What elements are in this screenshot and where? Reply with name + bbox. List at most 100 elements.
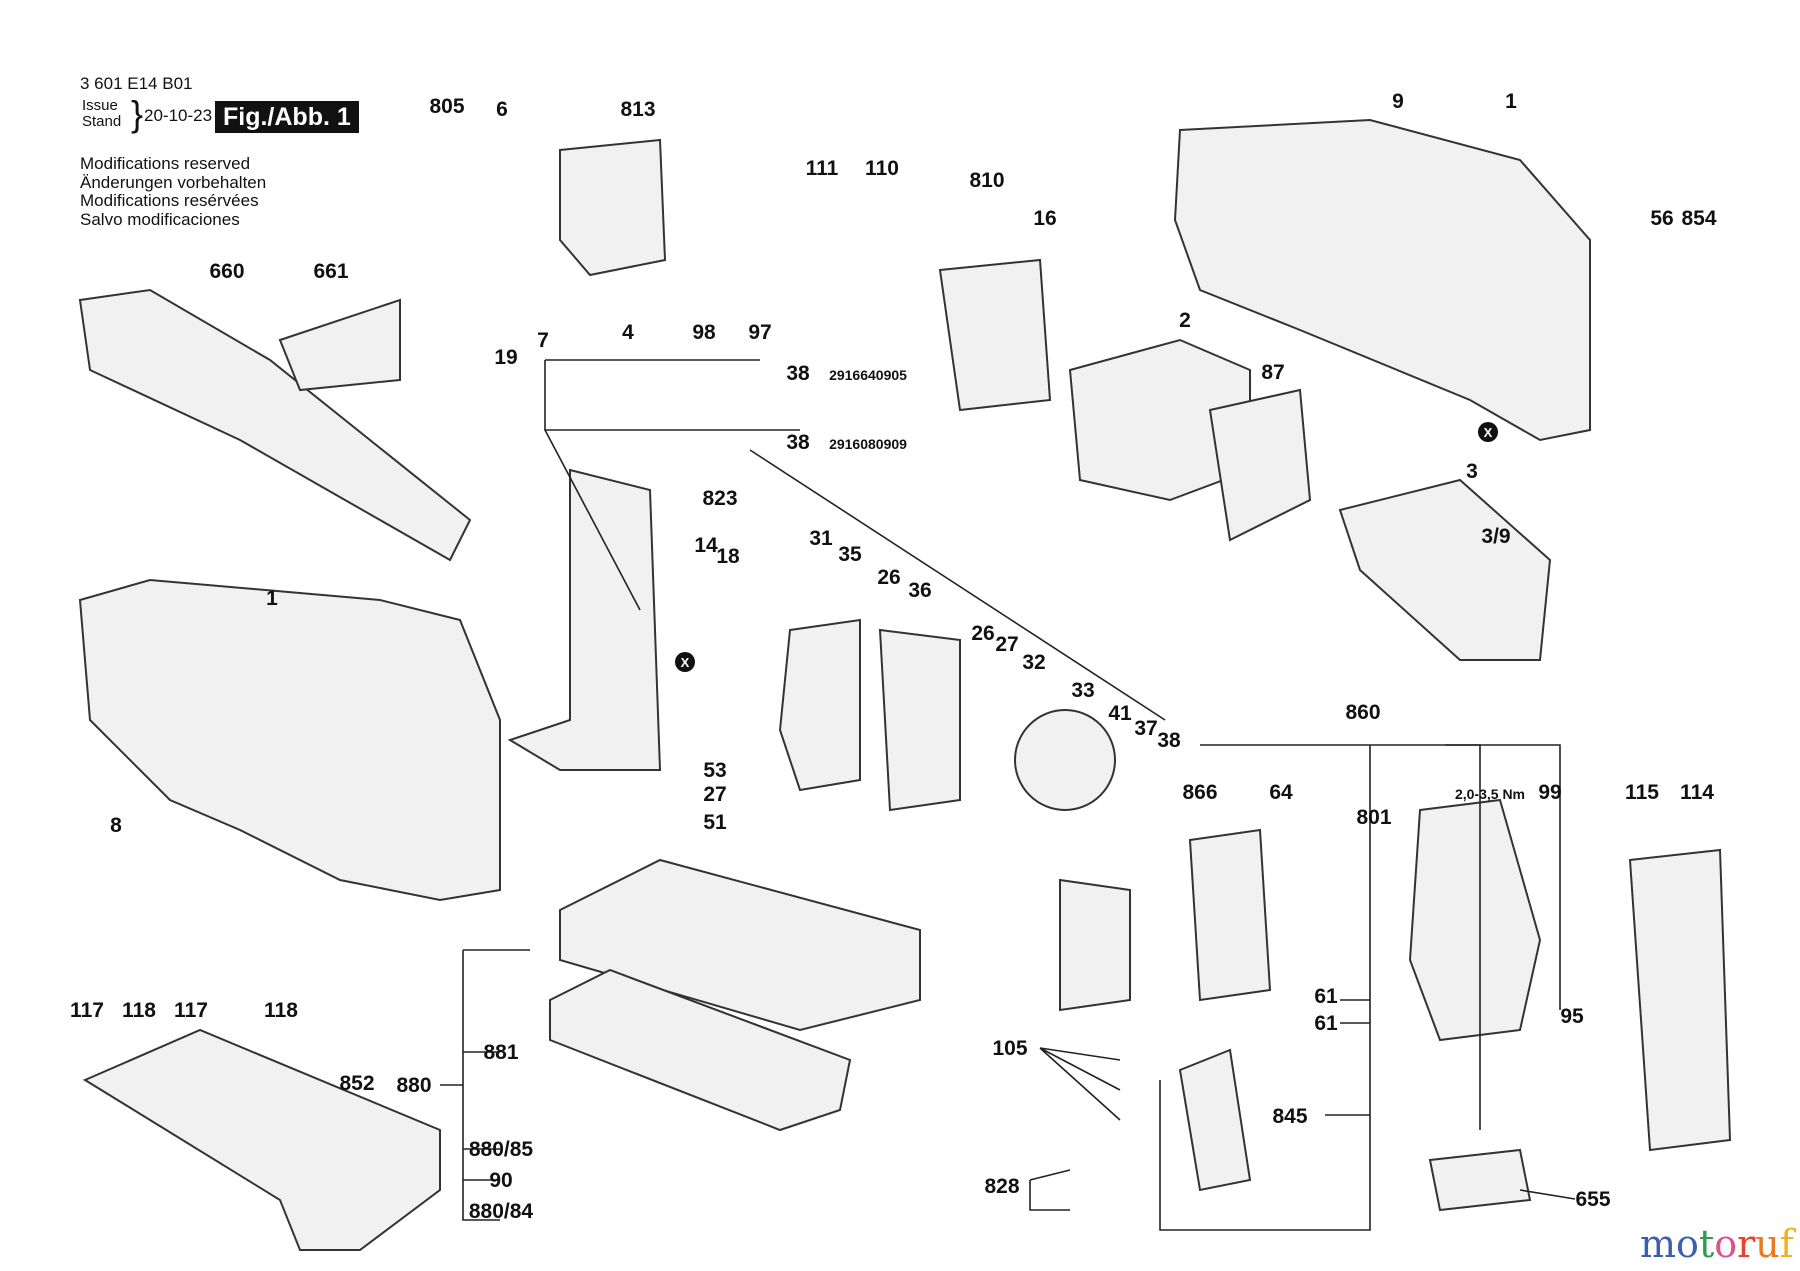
part-label: 61 bbox=[1314, 985, 1338, 1008]
part-label: 41 bbox=[1108, 702, 1132, 725]
issue-date: 20-10-23 bbox=[144, 106, 213, 125]
logo-letter: o bbox=[1676, 1222, 1699, 1266]
part-label: 880 bbox=[396, 1074, 431, 1097]
modifications-notice: Modifications reserved Änderungen vorbeh… bbox=[80, 154, 267, 229]
gear-housing bbox=[507, 468, 662, 771]
part-label: 115 bbox=[1625, 781, 1659, 804]
part-label: 866 bbox=[1182, 781, 1217, 804]
plunger-866 bbox=[1188, 828, 1272, 1002]
base-plate bbox=[559, 858, 921, 1032]
fan-ring bbox=[1208, 388, 1312, 542]
part-label: 801 bbox=[1356, 806, 1391, 829]
cover-661 bbox=[278, 298, 401, 392]
part-label: 110 bbox=[865, 157, 899, 180]
part-label: 7 bbox=[537, 329, 549, 352]
part-label: 98 bbox=[692, 321, 716, 344]
part-label: 111 bbox=[806, 157, 839, 180]
part-label: 27 bbox=[995, 633, 1018, 656]
part-label: 805 bbox=[429, 95, 464, 118]
electronics-114 bbox=[1628, 848, 1732, 1152]
logo-letter: m bbox=[1640, 1222, 1677, 1266]
brace: } bbox=[131, 93, 144, 134]
holder-655 bbox=[1428, 1148, 1532, 1212]
part-label: 118 bbox=[264, 999, 298, 1022]
x-marker bbox=[1478, 422, 1498, 442]
part-label: 32 bbox=[1022, 651, 1045, 674]
part-label: 813 bbox=[620, 98, 655, 121]
logo-letter: t bbox=[1698, 1222, 1715, 1266]
part-label: 14 bbox=[694, 534, 718, 557]
logo-letter: r bbox=[1737, 1222, 1756, 1266]
logo-letter: o bbox=[1714, 1222, 1738, 1266]
switch bbox=[559, 138, 667, 277]
part-label: 90 bbox=[489, 1169, 512, 1192]
part-label: 31 bbox=[809, 527, 833, 550]
part-label: 655 bbox=[1575, 1188, 1610, 1211]
housing-half-right bbox=[1173, 118, 1591, 442]
x-marker bbox=[675, 652, 695, 672]
part-label: 3/9 bbox=[1481, 525, 1510, 548]
mod-en: Modifications reserved bbox=[80, 154, 251, 173]
part-label: 881 bbox=[483, 1041, 518, 1064]
part-label: 880/84 bbox=[469, 1200, 534, 1223]
part-label: 56 bbox=[1650, 207, 1673, 230]
part-label: 2 bbox=[1179, 309, 1191, 332]
part-label: 99 bbox=[1538, 781, 1561, 804]
part-label: 27 bbox=[703, 783, 726, 806]
part-label: 828 bbox=[984, 1175, 1019, 1198]
part-label: 64 bbox=[1269, 781, 1293, 804]
part-label: 823 bbox=[702, 487, 737, 510]
motoruf-logo: motoruf.de bbox=[1640, 1222, 1800, 1271]
part-label: 51 bbox=[703, 811, 727, 834]
x-marker-label: X bbox=[1484, 425, 1493, 440]
logo-letter: u bbox=[1755, 1222, 1780, 1266]
part-label: 38 bbox=[786, 362, 810, 385]
armature bbox=[1338, 478, 1552, 661]
part-label: 36 bbox=[908, 579, 931, 602]
part-label: 661 bbox=[313, 260, 348, 283]
part-label: 2916080909 bbox=[829, 436, 907, 452]
part-label: 4 bbox=[622, 321, 634, 344]
part-label: 854 bbox=[1681, 207, 1716, 230]
plate-31 bbox=[778, 618, 861, 792]
part-label: 87 bbox=[1261, 361, 1284, 384]
issue-label: Issue Stand bbox=[82, 97, 122, 130]
part-label: 114 bbox=[1680, 781, 1714, 804]
gear-case-801 bbox=[1408, 798, 1542, 1042]
bearing-plate-36 bbox=[878, 628, 961, 812]
part-label: 19 bbox=[494, 346, 517, 369]
part-label: 97 bbox=[748, 321, 771, 344]
part-label: 2,0-3,5 Nm bbox=[1455, 786, 1525, 802]
leader-lines bbox=[440, 359, 1576, 1231]
roller-105 bbox=[1059, 878, 1131, 1012]
mod-fr: Modifications resérvées bbox=[80, 191, 259, 210]
part-label: 845 bbox=[1272, 1105, 1307, 1128]
part-label: 38 bbox=[786, 431, 810, 454]
part-label: 1 bbox=[266, 587, 278, 610]
part-label: 117 bbox=[174, 999, 208, 1022]
mod-de: Änderungen vorbehalten bbox=[80, 172, 267, 192]
part-label: 37 bbox=[1134, 717, 1157, 740]
gear-33 bbox=[1013, 709, 1117, 811]
part-label: 860 bbox=[1345, 701, 1380, 724]
part-label: 35 bbox=[838, 543, 862, 566]
parts-drawings bbox=[78, 118, 1732, 1251]
part-label: 660 bbox=[209, 260, 244, 283]
figure-label: Fig./Abb. 1 bbox=[215, 101, 359, 133]
part-label: 105 bbox=[992, 1037, 1027, 1060]
part-label: 118 bbox=[122, 999, 156, 1022]
housing-half-left bbox=[78, 578, 501, 902]
logo-letter: f bbox=[1779, 1222, 1794, 1266]
part-label: 95 bbox=[1560, 1005, 1584, 1028]
lever-845 bbox=[1178, 1048, 1252, 1192]
part-label: 6 bbox=[496, 98, 508, 121]
sole-plate bbox=[549, 968, 852, 1132]
part-number: 3 601 E14 B01 bbox=[80, 74, 193, 93]
brush-holder bbox=[938, 258, 1052, 412]
part-label: 810 bbox=[969, 169, 1004, 192]
part-label: 18 bbox=[716, 545, 740, 568]
part-label: 2916640905 bbox=[829, 367, 907, 383]
x-marker-label: X bbox=[681, 655, 690, 670]
